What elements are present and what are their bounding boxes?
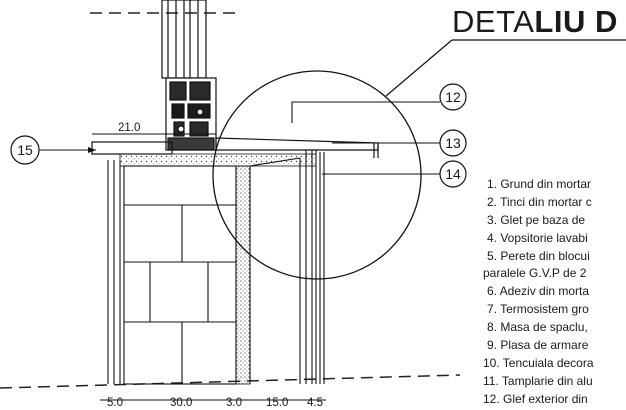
dim-3-0: 3.0 — [226, 397, 242, 409]
callout-12: 12 — [291, 83, 467, 123]
callout-13: 13 — [332, 129, 467, 157]
dim-15-0: 15.0 — [266, 397, 288, 409]
dim-5-0: 5.0 — [107, 397, 123, 409]
callout-14: 14 — [322, 160, 467, 188]
title-leader-line — [385, 39, 453, 97]
insulation-inner — [235, 165, 251, 385]
svg-text:21.0: 21.0 — [118, 122, 140, 134]
detail-title: DETALIU D — [452, 4, 618, 39]
exterior-layers — [249, 150, 325, 384]
dim-4-5: 4.5 — [307, 397, 323, 409]
bottom-dashed-line — [0, 374, 461, 389]
svg-text:15: 15 — [17, 142, 33, 158]
dim-30-0: 30.0 — [170, 397, 192, 409]
dimension-bottom: 5.0 30.0 3.0 15.0 4.5 — [100, 397, 326, 409]
callout-15: 15 — [10, 135, 96, 165]
svg-text:14: 14 — [445, 166, 461, 182]
detail-circle — [212, 70, 422, 280]
svg-text:13: 13 — [445, 135, 461, 151]
window-frame — [161, 0, 217, 151]
svg-text:12: 12 — [445, 89, 461, 105]
dimension-top: 21.0 — [92, 122, 216, 135]
masonry-wall — [107, 160, 237, 385]
